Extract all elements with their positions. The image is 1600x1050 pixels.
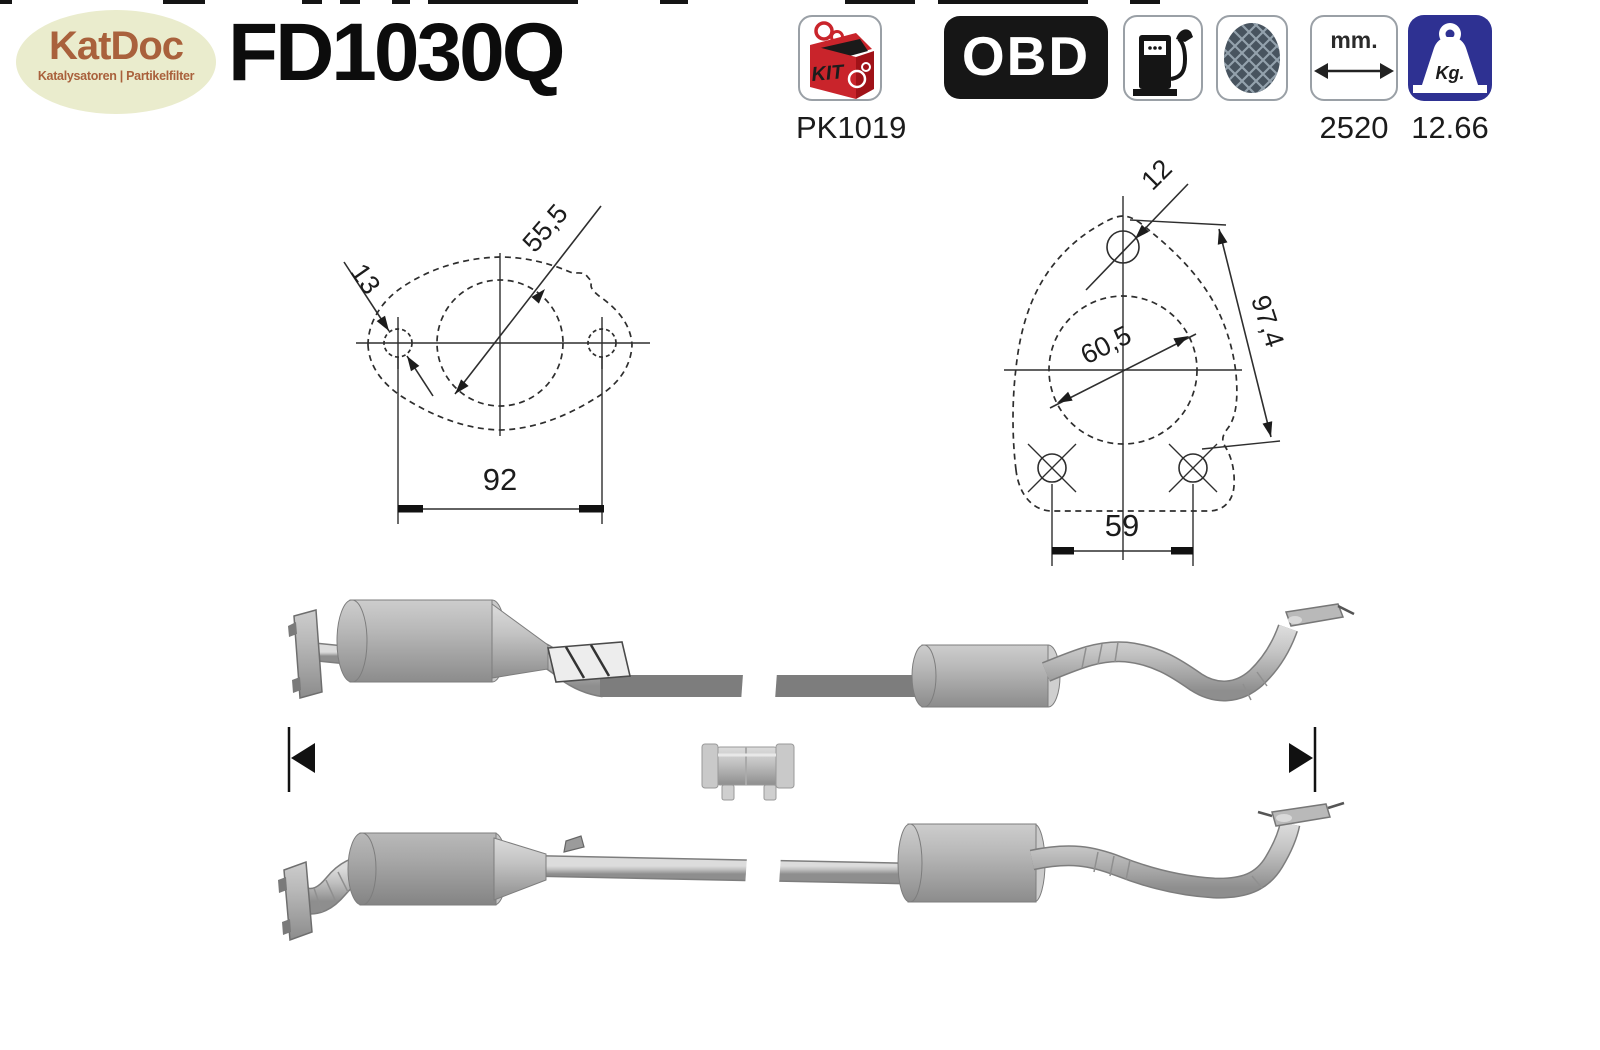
kg-label: Kg. [1436,63,1465,83]
kit-code: PK1019 [796,110,907,145]
top-crop-artifact [302,0,322,4]
length-arrow-icon [1314,63,1394,79]
weight-badge: Kg. [1408,15,1492,101]
pipe-break-gap [744,840,782,902]
top-crop-artifact [392,0,410,4]
brand-name: KatDoc [48,24,184,68]
exhaust-bottom-view [278,801,1345,942]
inlet-flange [293,609,323,699]
kit-icon: KIT [810,21,874,99]
inlet-flange-drawing: 55,5 13 92 [343,198,650,524]
inlet-flange [283,860,313,942]
pipe-break-gap [740,658,778,716]
svg-text:KIT: KIT [811,61,847,86]
length-markers [287,727,1317,792]
obd-badge: OBD [944,16,1108,99]
flange-outline [1012,215,1238,512]
mm-label: mm. [1330,27,1378,53]
outlet-flange-drawing: 12 60,5 97,4 59 [1004,153,1290,566]
pipe-clamp [701,743,795,801]
top-crop-artifact [163,0,205,4]
middle-muffler [897,823,1046,903]
dim-bolt-spacing: 59 [1105,508,1139,543]
top-crop-artifact [1130,0,1160,4]
mounting-tab [563,835,585,853]
length-value: 2520 [1319,110,1389,145]
exhaust-top-view [288,599,1355,716]
dim-bolt-hole: 13 [344,258,386,300]
top-crop-artifact [938,0,1088,4]
weight-value: 12.66 [1411,110,1489,145]
fuel-pump-icon [1133,29,1193,96]
fuel-badge [1123,15,1203,101]
bolt-hole [1178,453,1208,483]
catalyst-body [347,832,508,906]
part-number-title: FD1030Q [228,7,566,98]
dim-bolt-hole: 12 [1135,153,1177,195]
obd-label: OBD [961,25,1091,87]
flange-outline [367,256,633,431]
brand-tagline: Katalysatoren | Partikelfilter [37,69,195,83]
top-crop-artifact [660,0,688,4]
catalyst-substrate-icon [1224,23,1280,93]
catalyst-body [336,599,507,683]
dim-bolt-diagonal: 97,4 [1245,292,1290,351]
brand-logo: KatDoc Katalysatoren | Partikelfilter [16,10,216,114]
top-crop-artifact [0,0,12,4]
mounting-bracket [547,641,631,683]
length-badge: mm. [1310,15,1398,101]
dim-pipe-diameter: 60,5 [1076,320,1136,371]
kit-badge: KIT [798,15,882,101]
dim-pipe-diameter: 55,5 [517,198,574,257]
middle-muffler [911,644,1061,708]
bolt-hole [1037,453,1067,483]
dim-bolt-spacing: 92 [483,462,517,497]
top-crop-artifact [428,0,578,4]
right-arrow-marker [1289,743,1313,773]
weight-icon: Kg. [1413,23,1487,93]
top-crop-artifact [340,0,360,4]
top-crop-artifact [845,0,915,4]
substrate-badge [1216,15,1288,101]
left-arrow-marker [291,743,315,773]
